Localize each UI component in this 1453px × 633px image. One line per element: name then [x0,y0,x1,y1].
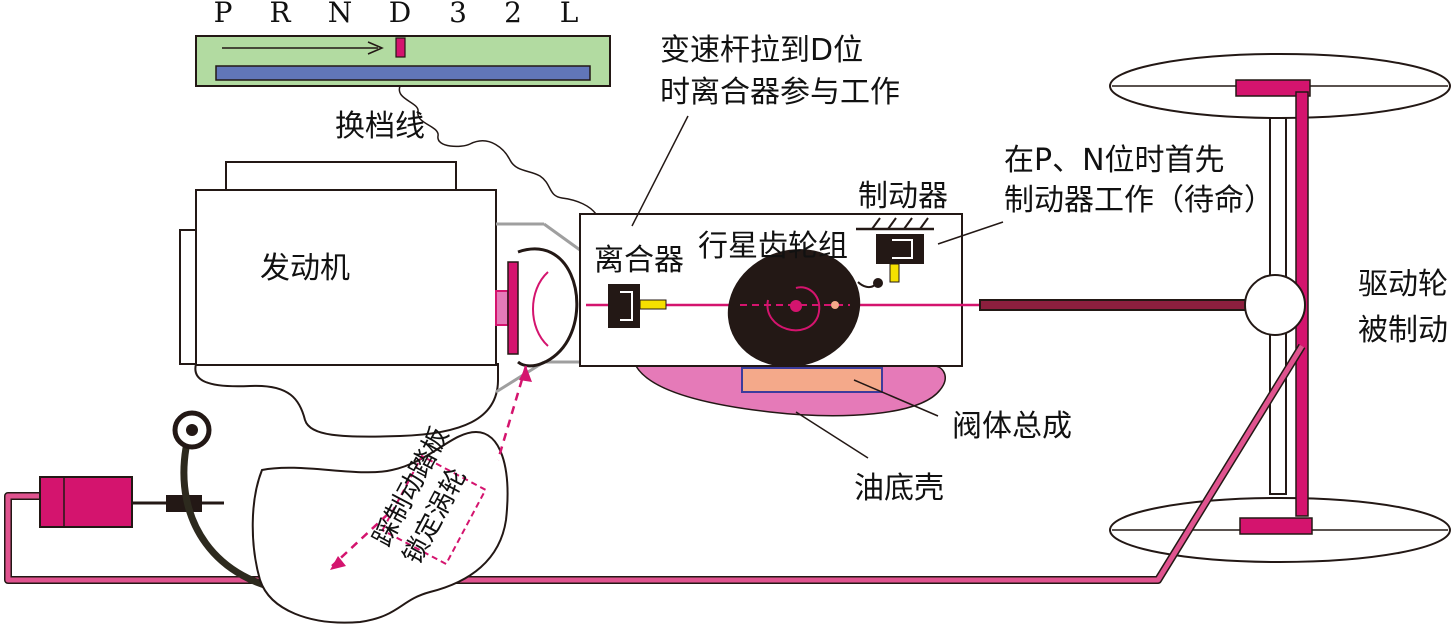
band-pin [873,278,883,288]
clutch-piston [639,299,667,310]
rear-brake-pad [1239,517,1313,535]
pedal-pivot-center [186,424,198,436]
gear-letter-l: L [560,0,579,29]
master-cylinder [39,476,224,528]
brake-hatch-2 [887,217,897,230]
press-pedal-arrow-head [330,556,346,570]
turbine-blade-arc [532,271,549,347]
leader-brake-note [937,221,1004,245]
note-d-position-line1: 变速杆拉到D位 [660,33,863,68]
clutch-pack-detail [620,291,633,321]
output-shaft [979,299,1251,311]
label-engine: 发动机 [260,251,350,286]
torque-converter-housing [517,247,579,368]
label-oil-pan: 油底壳 [854,471,944,506]
engine-block [195,189,497,366]
engine-top-cover [225,161,457,191]
clutch [608,284,667,328]
label-planetary-gear-set: 行星齿轮组 [698,229,848,264]
clutch-pack [608,284,640,328]
engine [179,161,499,438]
shift-lever-indicator [395,37,406,58]
gear-letter-d: D [389,0,411,29]
bellhousing-line-bottom-diag [495,360,545,394]
shift-arrow-head [367,41,384,55]
bellhousing-line-top-diag [543,222,581,252]
sun-gear-path [766,286,821,332]
gear-selector-rail [215,65,591,81]
label-drive-wheel-line1: 驱动轮 [1358,267,1448,302]
label-clutch: 离合器 [594,243,684,278]
planet-gear [831,301,839,309]
leader-clutch-note [631,115,689,227]
label-brake: 制动器 [858,179,948,214]
drive-axle [1109,53,1451,563]
note-pn-position-line1: 在P、N位时首先 [1004,143,1225,178]
flywheel-plate [507,261,519,355]
leader-valve-body [853,379,939,417]
front-brake-pad [1235,79,1311,97]
valve-body [741,367,883,393]
label-valve-body: 阀体总成 [952,409,1072,444]
engine-oil-sump [194,363,499,438]
gear-letter-2: 2 [504,0,522,29]
brake-pack-detail [892,239,913,259]
brake-hatch-1 [871,217,881,230]
foot [251,430,509,624]
differential [1244,274,1306,336]
planetary-gear-set [727,249,883,367]
sun-gear [790,300,802,312]
gear-letter-n: N [328,0,353,29]
brake-pack [876,234,924,264]
brake-hatch-4 [919,217,929,230]
lock-turbine-arrow-head [519,366,532,382]
flywheel-hub [495,290,509,326]
brake [856,217,934,283]
brake-piston [889,263,900,283]
label-shift-cable: 换档线 [335,109,425,144]
note-pn-position-line2: 制动器工作（待命） [1004,183,1274,218]
shift-cable [398,85,597,215]
torque-converter [495,247,579,368]
press-pedal-arrow [331,513,389,567]
brake-hatch-3 [903,217,913,230]
gear-letter-r: R [269,0,291,29]
lock-turbine-arrow [496,365,528,461]
gear-selector: P R N D 3 2 L [195,0,611,87]
note-d-position-line2: 时离合器参与工作 [660,75,900,110]
label-drive-wheel-line2: 被制动 [1358,313,1448,348]
master-cylinder-body [39,476,133,528]
gear-letter-3: 3 [449,0,467,29]
leader-oil-pan [795,411,869,459]
gear-letter-p: P [214,0,233,29]
